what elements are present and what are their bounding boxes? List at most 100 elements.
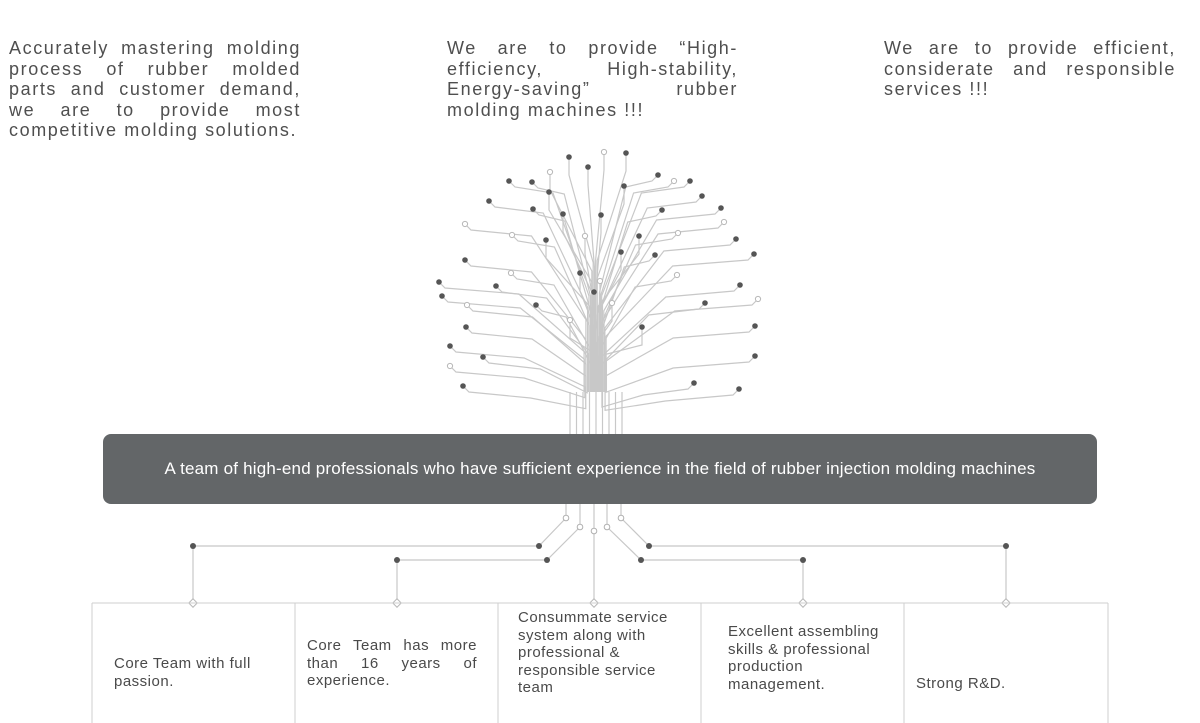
circuit-node-ring bbox=[507, 269, 515, 277]
circuit-branch bbox=[601, 195, 703, 392]
circuit-node-dot bbox=[560, 211, 566, 217]
circuit-branch bbox=[535, 304, 592, 392]
circuit-node-dot bbox=[506, 178, 512, 184]
circuit-node-dot bbox=[751, 251, 757, 257]
connector-dot bbox=[800, 557, 806, 563]
connector-dot bbox=[190, 543, 196, 549]
circuit-node-ring bbox=[581, 232, 589, 240]
circuit-node-dot bbox=[752, 353, 758, 359]
circuit-branch bbox=[604, 284, 741, 392]
connector-dot bbox=[638, 557, 644, 563]
intro-text-right: We are to provide efficient, considerate… bbox=[884, 38, 1176, 99]
circuit-node-ring bbox=[508, 231, 516, 239]
circuit-node-dot bbox=[733, 236, 739, 242]
circuit-node-dot bbox=[652, 252, 658, 258]
circuit-node-ring bbox=[463, 301, 471, 309]
circuit-branch bbox=[569, 320, 594, 392]
circuit-node-ring bbox=[461, 220, 469, 228]
circuit-branch bbox=[466, 304, 587, 392]
connector-dot bbox=[544, 557, 550, 563]
circuit-node-ring bbox=[754, 295, 762, 303]
circuit-node-dot bbox=[718, 205, 724, 211]
circuit-node-ring bbox=[546, 168, 554, 176]
card-text-experience: Core Team has more than 16 years of expe… bbox=[307, 637, 477, 689]
circuit-node-dot bbox=[462, 257, 468, 263]
circuit-branch bbox=[465, 326, 587, 392]
circuit-branch bbox=[600, 274, 678, 392]
circuit-branch bbox=[464, 259, 587, 392]
circuit-node-dot bbox=[636, 233, 642, 239]
circuit-branch bbox=[488, 200, 589, 392]
connector-dot bbox=[646, 543, 652, 549]
circuit-branch bbox=[605, 355, 756, 394]
circuit-node-dot bbox=[533, 302, 539, 308]
circuit-branch bbox=[532, 208, 592, 392]
circuit-branch bbox=[598, 254, 656, 392]
circuit-node-dot bbox=[618, 249, 624, 255]
intro-text-center: We are to provide “High-efficiency, High… bbox=[447, 38, 738, 120]
circuit-node-dot bbox=[639, 324, 645, 330]
circuit-branch bbox=[545, 240, 593, 392]
circuit-node-dot bbox=[463, 324, 469, 330]
circuit-branch bbox=[462, 385, 587, 410]
connector-dot bbox=[1003, 543, 1009, 549]
circuit-node-dot bbox=[659, 207, 665, 213]
team-banner: A team of high-end professionals who hav… bbox=[103, 434, 1097, 504]
circuit-node-ring bbox=[600, 148, 608, 156]
circuit-node-ring bbox=[596, 277, 604, 285]
circuit-node-dot bbox=[543, 237, 549, 243]
circuit-branch bbox=[508, 180, 590, 392]
circuit-node-ring bbox=[674, 229, 682, 237]
circuit-node-ring bbox=[673, 271, 681, 279]
circuit-node-ring bbox=[720, 218, 728, 226]
circuit-node-dot bbox=[529, 179, 535, 185]
circuit-branch bbox=[604, 388, 740, 412]
circuit-branch bbox=[449, 345, 586, 392]
connector-line bbox=[606, 526, 803, 561]
circuit-node-dot bbox=[621, 183, 627, 189]
circuit-node-dot bbox=[486, 198, 492, 204]
circuit-node-dot bbox=[436, 279, 442, 285]
connector-line bbox=[620, 517, 1006, 547]
circuit-node-dot bbox=[752, 323, 758, 329]
circuit-branch bbox=[604, 238, 737, 392]
connector-dot bbox=[394, 557, 400, 563]
circuit-node-dot bbox=[687, 178, 693, 184]
circuit-node-dot bbox=[460, 383, 466, 389]
circuit-node-dot bbox=[691, 380, 697, 386]
circuit-node-dot bbox=[699, 193, 705, 199]
card-text-service: Consummate service system along with pro… bbox=[518, 609, 668, 696]
intro-text-left: Accurately mastering molding process of … bbox=[9, 38, 301, 140]
connector-ring bbox=[562, 514, 570, 522]
circuit-node-dot bbox=[655, 172, 661, 178]
card-text-passion: Core Team with full passion. bbox=[114, 655, 251, 690]
connector-line bbox=[193, 517, 567, 547]
circuit-node-ring bbox=[608, 299, 616, 307]
circuit-node-ring bbox=[566, 316, 574, 324]
circuit-branch bbox=[449, 365, 586, 399]
circuit-node-ring bbox=[446, 362, 454, 370]
circuit-node-dot bbox=[439, 293, 445, 299]
connector-ring bbox=[576, 523, 584, 531]
circuit-branch bbox=[482, 356, 588, 394]
connector-ring bbox=[617, 514, 625, 522]
card-text-assembling: Excellent assembling skills & profession… bbox=[728, 623, 879, 693]
circuit-node-dot bbox=[585, 164, 591, 170]
circuit-node-dot bbox=[577, 270, 583, 276]
circuit-node-ring bbox=[670, 177, 678, 185]
connector-ring bbox=[603, 523, 611, 531]
circuit-node-dot bbox=[736, 386, 742, 392]
circuit-branch bbox=[602, 302, 706, 392]
circuit-node-dot bbox=[566, 154, 572, 160]
circuit-node-dot bbox=[623, 150, 629, 156]
circuit-node-dot bbox=[447, 343, 453, 349]
circuit-branch bbox=[601, 180, 691, 392]
team-banner-text: A team of high-end professionals who hav… bbox=[164, 459, 1036, 478]
circuit-branch bbox=[605, 298, 759, 392]
circuit-node-dot bbox=[546, 189, 552, 195]
circuit-branch bbox=[562, 214, 594, 392]
circuit-node-dot bbox=[591, 289, 597, 295]
circuit-node-dot bbox=[493, 283, 499, 289]
circuit-branch bbox=[441, 295, 585, 392]
